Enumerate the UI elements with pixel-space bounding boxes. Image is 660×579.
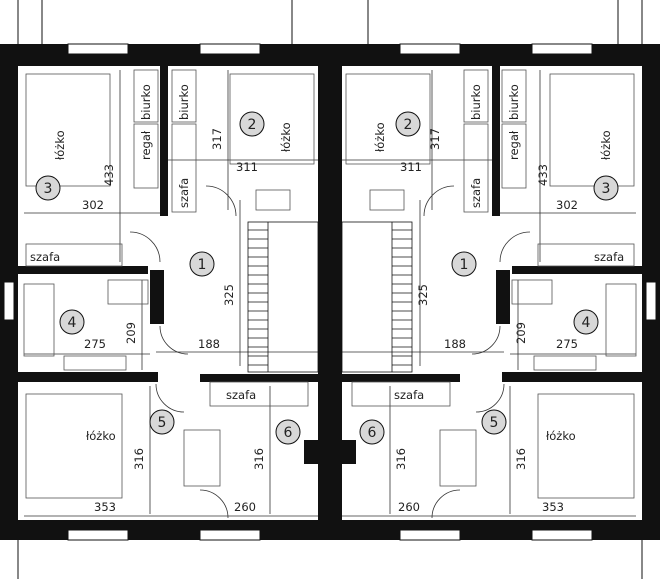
wardrobe-label-3-left: szafa [30, 250, 60, 264]
shelf-label-left: regał [139, 130, 153, 160]
wardrobe-right [537, 243, 635, 267]
bed-room-2-left [229, 73, 315, 165]
bed-room-3-right [549, 73, 635, 187]
dim-room-3-right-depth: 433 [536, 164, 550, 186]
dim-room-2-right-width: 311 [400, 160, 422, 174]
bed-label-5-left: łóżko [86, 429, 116, 443]
room-number-2-left: 2 [248, 117, 257, 133]
bathtub-right [605, 283, 637, 357]
bed-labels: łóżko łóżko łóżko łóżko łóżko łóżko [53, 122, 613, 443]
bed-label-3-left: łóżko [53, 130, 67, 160]
room-number-5-right: 5 [490, 415, 499, 431]
dim-room-3-left-depth: 433 [102, 164, 116, 186]
bed-room-5-left [25, 393, 123, 499]
roof-outline [17, 0, 643, 579]
wardrobe-label-6-right: szafa [394, 388, 424, 402]
bathtub-left [23, 283, 55, 357]
bed-room-5-right [537, 393, 635, 499]
bed-label-3-right: łóżko [599, 130, 613, 160]
desk-3-right [501, 69, 527, 123]
room-numbers: 3 2 1 4 5 6 2 3 1 4 5 6 [35, 111, 619, 445]
bed-label-2-right: łóżko [373, 122, 387, 152]
bed-room-3-left [25, 73, 111, 187]
dim-hall-right-depth: 325 [416, 284, 430, 306]
wardrobe-label-2-left: szafa [177, 178, 191, 208]
desk-label-2-left: biurko [177, 84, 191, 120]
windows [3, 43, 657, 541]
dim-bath-right-depth: 209 [514, 322, 528, 344]
dim-bath-left-width: 275 [84, 337, 106, 351]
dim-room-5-left-depth: 316 [132, 448, 146, 470]
room-number-3-left: 3 [44, 181, 53, 197]
bed-label-2-left: łóżko [279, 122, 293, 152]
room-number-1-left: 1 [198, 257, 207, 273]
dim-hall-left-width: 188 [198, 337, 220, 351]
wardrobe-label-2-right: szafa [469, 178, 483, 208]
dim-bath-right-width: 275 [556, 337, 578, 351]
dim-room-2-right-depth: 317 [428, 128, 442, 150]
wardrobe-2-left [171, 123, 197, 213]
desk-3-left [133, 69, 159, 123]
shower-right [511, 279, 553, 305]
wardrobe-5-left [183, 429, 221, 487]
dimension-labels: 433 302 317 311 325 188 275 209 316 353 … [82, 128, 578, 514]
desk-2-left [171, 69, 197, 123]
dim-room-5-left-width: 353 [94, 500, 116, 514]
dim-room-6-left-width: 260 [234, 500, 256, 514]
furniture [23, 69, 637, 499]
desk-label-3-right: biurko [507, 84, 521, 120]
wardrobe-2-right [463, 123, 489, 213]
staircase [247, 221, 413, 373]
dim-room-2-left-depth: 317 [210, 128, 224, 150]
shelf-right [501, 123, 527, 189]
dim-room-6-right-depth: 316 [394, 448, 408, 470]
dim-bath-left-depth: 209 [124, 322, 138, 344]
desk-label-3-left: biurko [139, 84, 153, 120]
wardrobe-label-6-left: szafa [226, 388, 256, 402]
bed-room-2-right [345, 73, 431, 165]
sink-counter-right [533, 355, 597, 371]
room-number-4-left: 4 [68, 315, 77, 331]
dim-room-6-left-depth: 316 [252, 448, 266, 470]
dim-hall-right-width: 188 [444, 337, 466, 351]
room-number-1-right: 1 [460, 257, 469, 273]
shelf-label-right: regał [507, 130, 521, 160]
walls [0, 44, 660, 540]
room-number-3-right: 3 [602, 181, 611, 197]
room-number-2-right: 2 [404, 117, 413, 133]
wardrobe-6-left [209, 381, 309, 407]
dimension-lines [24, 70, 636, 517]
dim-room-5-right-depth: 316 [514, 448, 528, 470]
furniture-labels: biurko regał biurko biurko biurko regał [139, 84, 521, 160]
wardrobe-labels: szafa szafa szafa szafa szafa szafa [30, 178, 624, 402]
room-number-4-right: 4 [582, 315, 591, 331]
dim-room-5-right-width: 353 [542, 500, 564, 514]
cabinet-left [255, 189, 291, 211]
door-swings [129, 185, 531, 519]
dim-room-6-right-width: 260 [398, 500, 420, 514]
wardrobe-5-right [439, 429, 477, 487]
desk-2-right [463, 69, 489, 123]
wardrobe-left [25, 243, 123, 267]
dim-room-3-left-width: 302 [82, 198, 104, 212]
cabinet-right [369, 189, 405, 211]
desk-label-2-right: biurko [469, 84, 483, 120]
sink-counter-left [63, 355, 127, 371]
wardrobe-label-3-right: szafa [594, 250, 624, 264]
room-number-5-left: 5 [158, 415, 167, 431]
wardrobe-6-right [351, 381, 451, 407]
shelf-left [133, 123, 159, 189]
room-number-6-right: 6 [368, 425, 377, 441]
shower-left [107, 279, 149, 305]
bed-label-5-right: łóżko [546, 429, 576, 443]
dim-room-3-right-width: 302 [556, 198, 578, 212]
dim-hall-left-depth: 325 [222, 284, 236, 306]
room-number-6-left: 6 [284, 425, 293, 441]
dim-room-2-left-width: 311 [236, 160, 258, 174]
